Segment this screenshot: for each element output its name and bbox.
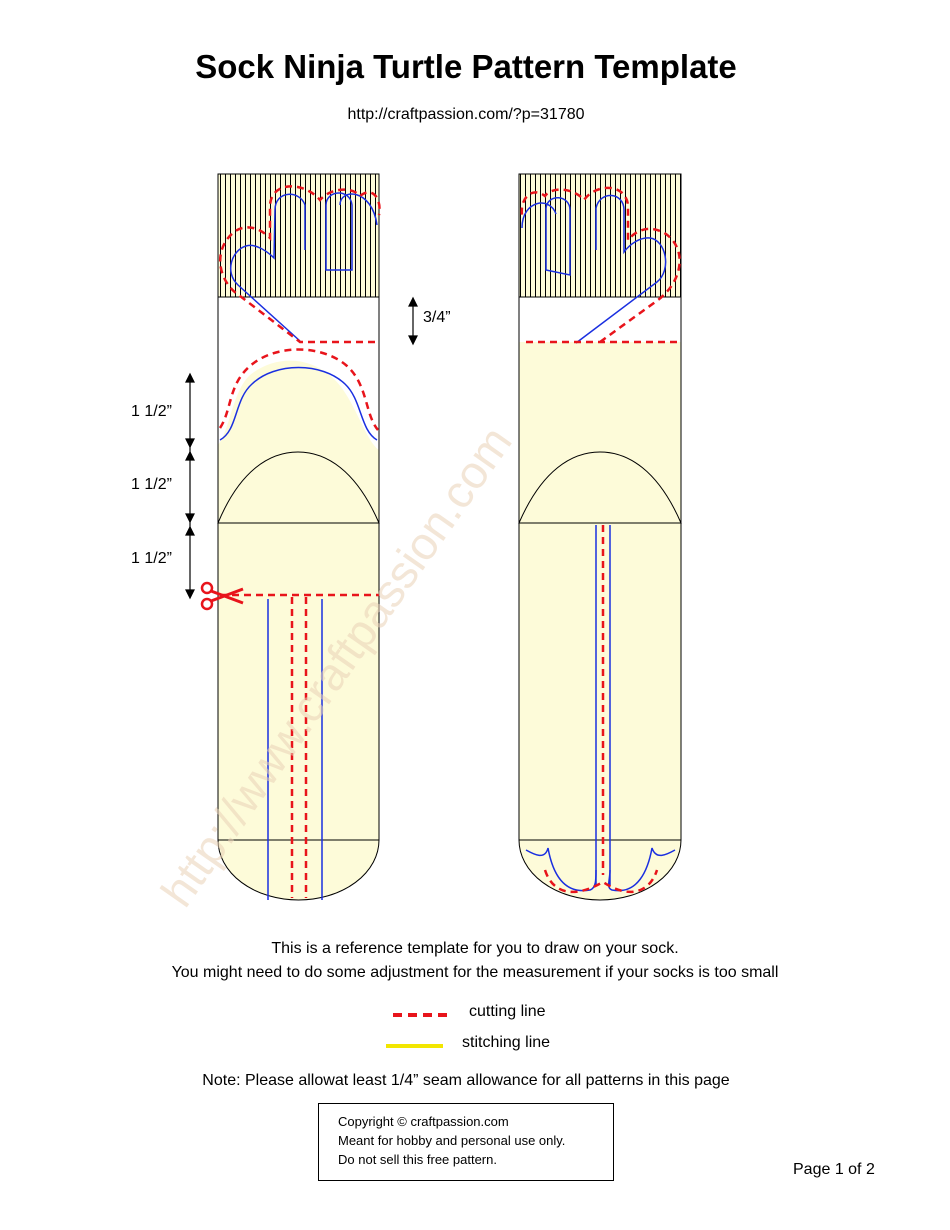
dimension-label-2: 1 1/2” (131, 476, 172, 493)
description: This is a reference template for you to … (0, 937, 950, 985)
left-hand-2 (325, 192, 353, 271)
page-number: Page 1 of 2 (793, 1161, 875, 1178)
copyright-box: Copyright © craftpassion.com Meant for h… (318, 1103, 614, 1181)
right-foot-right (607, 847, 676, 892)
left-heel (217, 451, 380, 524)
description-line-2: You might need to do some adjustment for… (171, 964, 779, 981)
left-hand-3 (339, 193, 378, 226)
right-cuff (518, 173, 682, 298)
right-sock (518, 173, 682, 901)
right-hand-2 (545, 197, 571, 276)
left-hand-1 (229, 193, 306, 342)
dimension-markers (185, 296, 418, 600)
left-head-band (218, 297, 379, 342)
right-heel (518, 451, 682, 524)
right-hand-cut (520, 186, 681, 344)
dimension-label-1: 1 1/2” (131, 403, 172, 420)
right-hand-3 (521, 202, 557, 229)
left-head-cut (218, 348, 379, 431)
seam-note: Note: Please allowat least 1/4” seam all… (202, 1072, 730, 1089)
left-sock (200, 173, 381, 901)
page-title: Sock Ninja Turtle Pattern Template (195, 48, 737, 85)
left-hand-cut (219, 185, 381, 344)
copyright-line-2: Meant for hobby and personal use only. (338, 1133, 566, 1148)
right-foot-left (525, 847, 597, 892)
legend-cutting-label: cutting line (469, 1003, 546, 1020)
copyright-line-1: Copyright © craftpassion.com (338, 1114, 509, 1129)
left-head-outline (219, 366, 378, 441)
right-hand-1 (575, 194, 667, 344)
left-sock-body (217, 296, 380, 901)
description-line-1: This is a reference template for you to … (271, 940, 679, 957)
dimension-label-head: 3/4” (423, 309, 451, 326)
copyright-line-3: Do not sell this free pattern. (338, 1152, 497, 1167)
right-sock-body (518, 296, 682, 901)
right-foot-cut (543, 869, 659, 894)
legend-stitching-label: stitching line (462, 1034, 551, 1051)
dimension-label-3: 1 1/2” (131, 550, 172, 567)
source-url[interactable]: http://craftpassion.com/?p=31780 (347, 106, 585, 123)
scissors-icon (200, 581, 244, 611)
